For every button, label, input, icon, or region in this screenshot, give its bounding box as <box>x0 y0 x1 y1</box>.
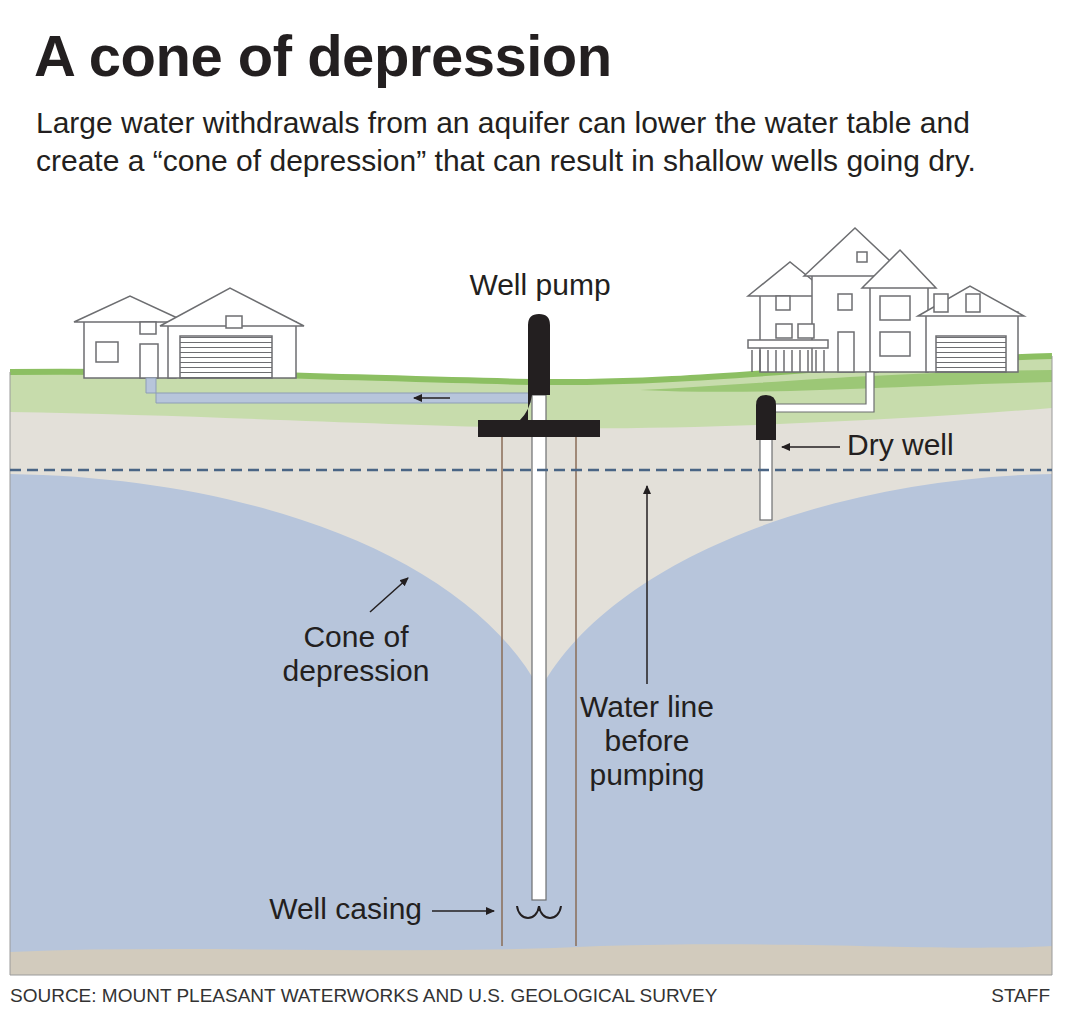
leader-line <box>432 910 494 912</box>
part-label: Well casing <box>222 892 422 926</box>
well-casing <box>501 437 503 946</box>
grass-hill <box>640 370 1052 392</box>
part-label: Water line before pumping <box>572 690 722 792</box>
leader-line <box>646 486 648 684</box>
right-house <box>748 228 1024 372</box>
aquifer <box>10 470 1052 970</box>
part-label: Well pump <box>430 268 650 302</box>
dry-well-pipe <box>760 432 772 520</box>
part-label: Cone of depression <box>271 620 441 688</box>
cone-shape <box>10 470 1052 690</box>
title: A cone of depression <box>34 22 612 89</box>
water-pipe <box>146 378 530 403</box>
pump-intake <box>517 906 561 918</box>
leader-line <box>370 578 408 612</box>
left-house <box>74 288 304 378</box>
dry-well-cap <box>756 395 776 440</box>
well-pump <box>478 314 600 437</box>
flow-arrow <box>414 397 450 399</box>
bedrock <box>10 944 1052 975</box>
part-label: Dry well <box>847 428 1047 462</box>
credit: STAFF <box>930 984 1050 1007</box>
leader-line <box>782 446 840 448</box>
house-pipe <box>770 372 874 412</box>
source-note: SOURCE: MOUNT PLEASANT WATERWORKS AND U.… <box>10 984 910 1007</box>
caption: Large water withdrawals from an aquifer … <box>36 104 996 180</box>
water-line <box>10 469 1052 472</box>
